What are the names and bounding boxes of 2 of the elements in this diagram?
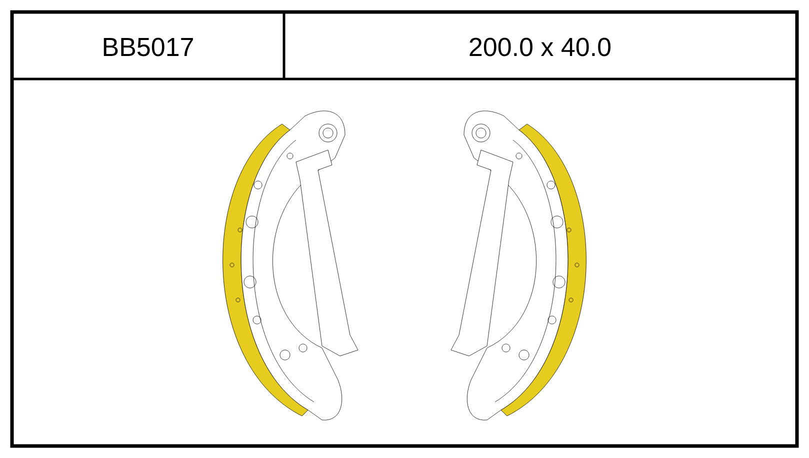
part-number: BB5017 <box>104 38 193 56</box>
dimension-label: 200.0 x 40.0 <box>470 38 610 56</box>
